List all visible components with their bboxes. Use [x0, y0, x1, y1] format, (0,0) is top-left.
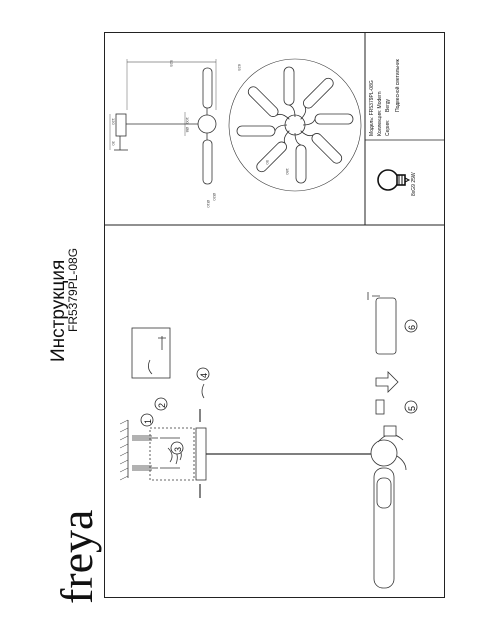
canopy: [115, 113, 127, 137]
lamp-inner: [376, 477, 392, 509]
step-4: 4: [199, 372, 209, 378]
hub: [197, 114, 217, 134]
outline-circle: [228, 58, 362, 192]
small-socket: [383, 425, 397, 437]
dim-label-925: 925: [169, 60, 174, 67]
top-view-dims: 625 50 180 Ø10: [206, 64, 290, 208]
info-collection-label: Коллекция:: [377, 109, 383, 136]
step-markers: [140, 319, 418, 455]
info-collection-value: Modern: [377, 91, 383, 109]
info-model: Модель: FR5379PL-08G: [369, 80, 375, 136]
bulb-socket-label: 8xG9 25W: [411, 172, 417, 196]
top-view-drawing: [228, 58, 362, 192]
step-1: 1: [143, 418, 153, 424]
info-type-label: Серия:: [385, 119, 391, 136]
step-marker-6: [404, 319, 418, 333]
bulb-icon: [377, 169, 411, 191]
bracket-outline: [149, 427, 195, 481]
step-marker-4: [196, 367, 210, 381]
dowel-1: [132, 435, 158, 441]
step-3: 3: [173, 446, 183, 452]
info-model-value: FR5379PL-08G: [369, 80, 375, 116]
dim-label-8: Ø8: [185, 127, 190, 133]
step-6: 6: [407, 324, 417, 330]
detail-contents: [148, 336, 166, 375]
tube-lower: [202, 139, 213, 185]
g9-bulb: [375, 399, 385, 415]
dim-label-10: Ø10: [206, 200, 211, 208]
info-collection: Коллекция: Modern: [377, 91, 383, 136]
mount-hub: [370, 439, 398, 467]
shade-screw: [367, 292, 380, 300]
brand-logo: freya: [51, 509, 102, 604]
page-frame: [104, 32, 445, 598]
insert-arrow: [375, 371, 399, 393]
model-number: FR5379PL-08G: [66, 247, 80, 332]
shade-tube: [375, 297, 397, 355]
dim-label-625: 625: [237, 64, 242, 71]
step-marker-1: [140, 413, 154, 427]
info-model-label: Модель:: [369, 116, 375, 136]
mounting-drawing: [119, 292, 407, 589]
step-5: 5: [407, 405, 417, 411]
info-series: Bergy: [385, 98, 391, 112]
dim-label-20: Ø20: [212, 193, 217, 201]
step-marker-2: [154, 397, 168, 411]
mount-arm-2: [396, 455, 407, 471]
info-type: Подвесной светильник: [395, 59, 401, 112]
dim-label-50: 50: [265, 160, 270, 165]
step-marker-5: [404, 400, 418, 414]
step-marker-3: [170, 441, 184, 455]
rotate-arrow: [201, 383, 205, 399]
side-view-drawing: [109, 59, 217, 185]
side-view-dims: 925 120 30 100 Ø8 Ø20: [111, 60, 217, 201]
dowel-2: [132, 465, 158, 471]
dim-label-30: 30: [111, 141, 116, 146]
step-2: 2: [157, 402, 167, 408]
detail-box: [131, 327, 171, 379]
tube-upper: [202, 67, 213, 109]
dim-label-180: 180: [285, 168, 290, 175]
dim-label-120: 120: [111, 118, 116, 125]
lamp-tube: [373, 467, 395, 589]
dim-label-100: 100: [185, 117, 190, 124]
mount-canopy: [195, 427, 207, 481]
